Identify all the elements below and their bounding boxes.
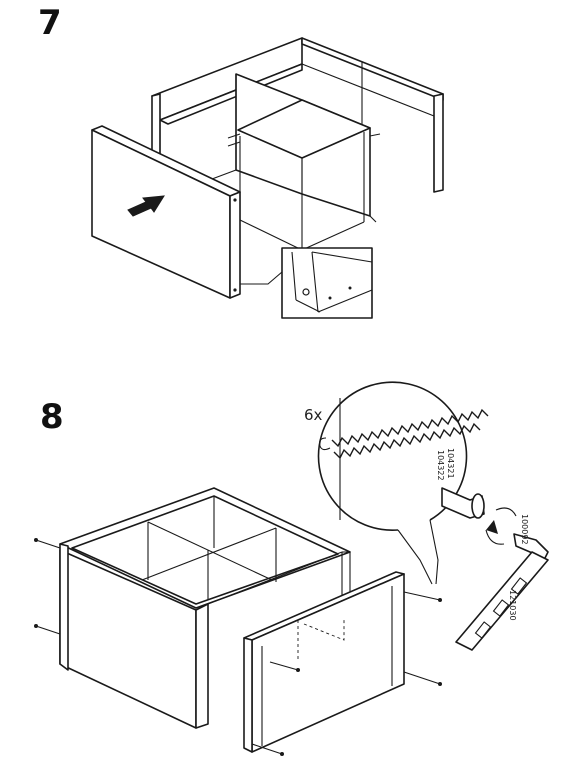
front-panel-edge — [229, 191, 241, 299]
step-7-drawing — [91, 37, 444, 319]
step-8-drawing: 6x 104321 104322 100092 121030 — [34, 381, 549, 756]
step-number-7: 7 — [38, 3, 62, 43]
screw-detail-circle: 6x 104321 104322 — [304, 381, 489, 585]
left-panel-edge — [59, 543, 69, 671]
allen-key-icon: 100092 121030 — [455, 507, 549, 651]
right-side-face — [433, 93, 444, 193]
screw-code-2: 104322 — [436, 450, 445, 481]
right-side-panel-edge — [243, 637, 253, 753]
middle-panel-edge — [195, 603, 209, 729]
tool-code: 121030 — [508, 590, 517, 621]
push-arrow-icon — [127, 195, 165, 217]
screw-code-1: 104321 — [446, 448, 455, 479]
quantity-label: 6x — [304, 406, 323, 424]
right-side-panel — [301, 37, 444, 101]
step-number-8: 8 — [40, 397, 64, 437]
screw-icon — [319, 408, 489, 519]
hole-detail-inset — [240, 247, 373, 319]
cam-screws — [34, 538, 442, 756]
key-code: 100092 — [520, 514, 529, 545]
